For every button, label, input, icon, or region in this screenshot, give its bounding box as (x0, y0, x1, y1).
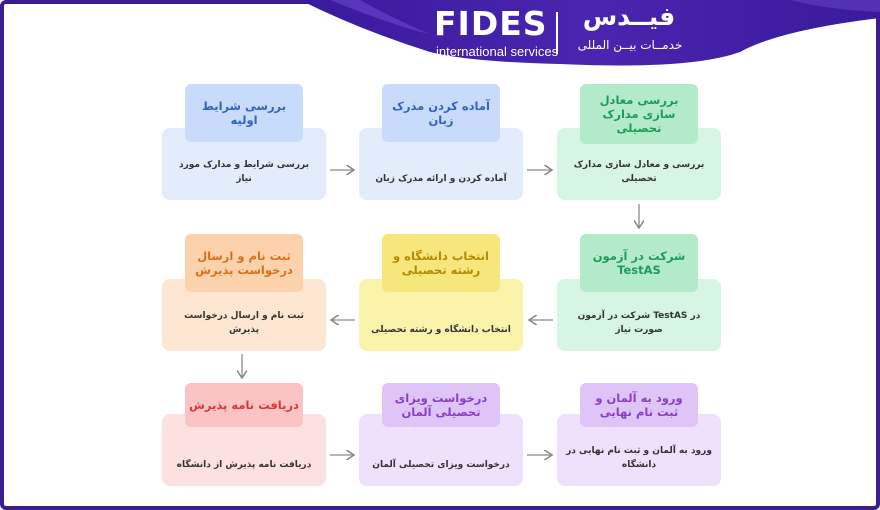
step-title-student-visa: درخواست ویزای تحصیلی آلمان (382, 383, 500, 427)
header-banner: FIDES international services فیــدس خدمـ… (0, 0, 880, 70)
step-title-application: ثبت نام و ارسال درخواست پذیرش (185, 234, 303, 292)
step-title-initial-conditions: بررسی شرایط اولیه (185, 84, 303, 142)
step-title-testas: شرکت در آزمون TestAS (580, 234, 698, 292)
step-description: بررسی شرایط و مدارک مورد نیاز (178, 160, 310, 184)
step-description: ثبت نام و ارسال درخواست پذیرش (184, 311, 304, 335)
banner-shape (300, 0, 880, 66)
step-title-university-selection: انتخاب دانشگاه و رشته تحصیلی (382, 234, 500, 292)
brand-tagline-latin: international services (436, 44, 559, 59)
step-title-degree-equivalence: بررسی معادل سازی مدارک تحصیلی (580, 84, 698, 144)
step-description: انتخاب دانشگاه و رشته تحصیلی (371, 325, 511, 335)
brand-logo-persian: فیــدس (582, 2, 676, 31)
step-title-arrival-registration: ورود به آلمان و ثبت نام نهایی (580, 383, 698, 427)
step-title-admission-letter: دریافت نامه پذیرش (185, 383, 303, 427)
step-title-language-certificate: آماده کردن مدرک زبان (382, 84, 500, 142)
brand-tagline-persian: خدمــات بیــن المللی (577, 38, 683, 52)
logo-divider (556, 12, 558, 54)
brand-logo-latin: FIDES (434, 4, 548, 43)
step-description: ورود به آلمان و ثبت نام نهایی در دانشگاه (566, 446, 712, 470)
step-description: آماده کردن و ارائه مدرک زبان (375, 174, 507, 184)
step-description: بررسی و معادل سازی مدارک تحصیلی (573, 160, 705, 184)
step-description: درخواست ویزای تحصیلی آلمان (372, 460, 510, 470)
step-description: در TestAS شرکت در آزمون صورت نیاز (577, 311, 701, 335)
step-description: دریافت نامه پذیرش از دانشگاه (176, 460, 312, 470)
